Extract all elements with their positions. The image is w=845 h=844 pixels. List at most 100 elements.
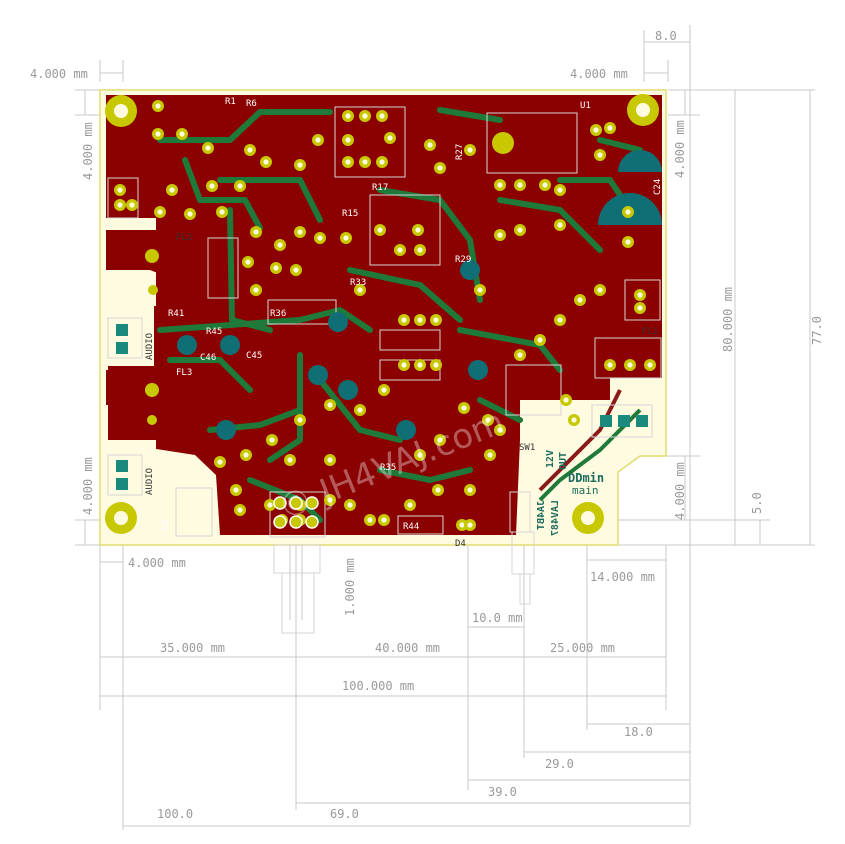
pad-hole: [263, 159, 269, 165]
pad-hole: [297, 417, 303, 423]
dim-77: 77.0: [810, 316, 824, 345]
pad-hole: [437, 437, 443, 443]
pad-hole: [542, 182, 548, 188]
label-r29: R29: [455, 255, 471, 265]
pad-hole: [293, 267, 299, 273]
label-audio2: AUDIO: [145, 468, 155, 495]
pad-hole: [117, 202, 123, 208]
pad-hole: [347, 502, 353, 508]
label-out: OUT: [558, 452, 569, 470]
pad-hole: [417, 317, 423, 323]
dim-bottom-left: 4.000 mm: [128, 556, 186, 570]
pads: [105, 94, 659, 534]
pad-hole: [205, 145, 211, 151]
label-c46: C46: [200, 353, 216, 363]
dim-left-bottom: 4.000 mm: [81, 457, 95, 515]
pad-hole: [401, 362, 407, 368]
pad-hole: [435, 487, 441, 493]
label-mirrored-1: JA4BT: [536, 500, 547, 530]
pad-hole: [269, 437, 275, 443]
pad-hole: [625, 209, 631, 215]
pad-hole: [467, 487, 473, 493]
component-outlines: [107, 106, 662, 634]
output-traces: [538, 389, 642, 502]
pot-pad: [273, 515, 287, 529]
pad-hole: [637, 305, 643, 311]
dimension-lines: [75, 25, 815, 830]
label-12v: 12V: [545, 450, 556, 468]
pad-hole: [407, 502, 413, 508]
label-r41: R41: [168, 309, 184, 319]
pad-hole: [417, 362, 423, 368]
pad-hole: [317, 235, 323, 241]
pad-hole: [327, 497, 333, 503]
pad-hole: [557, 317, 563, 323]
pad-hole: [327, 457, 333, 463]
dimension-labels: 4.000 mm 4.000 mm 8.0 4.000 mm 4.000 mm …: [30, 29, 824, 821]
pad-hole: [379, 159, 385, 165]
pot-pad: [305, 515, 319, 529]
dim-25: 25.000 mm: [550, 641, 615, 655]
dim-39: 39.0: [488, 785, 517, 799]
pad-hole: [379, 113, 385, 119]
pad-hole: [607, 125, 613, 131]
pad-hole: [277, 242, 283, 248]
label-r1: R1: [225, 97, 236, 107]
pad-hole: [243, 452, 249, 458]
pad-hole: [233, 487, 239, 493]
pad-hole: [362, 159, 368, 165]
pad-hole: [217, 459, 223, 465]
pad-hole: [625, 239, 631, 245]
pad-hole: [367, 517, 373, 523]
dim-10: 10.0 mm: [472, 611, 523, 625]
pad-hole: [637, 292, 643, 298]
pad-hole: [209, 183, 215, 189]
label-fl1: FL1: [642, 327, 658, 337]
dim-69: 69.0: [330, 807, 359, 821]
label-d4: D4: [455, 539, 466, 549]
label-audio1: AUDIO: [145, 333, 155, 360]
pad-hole: [169, 187, 175, 193]
pad-hole: [417, 247, 423, 253]
pad-hole: [315, 137, 321, 143]
label-r45: R45: [206, 327, 222, 337]
pad-hole: [343, 235, 349, 241]
label-r6: R6: [246, 99, 257, 109]
pad-hole: [345, 113, 351, 119]
dim-80: 80.000 mm: [721, 287, 735, 352]
pad-hole: [427, 142, 433, 148]
pad-hole: [287, 457, 293, 463]
label-fl3: FL3: [176, 368, 192, 378]
pot-pad: [289, 496, 303, 510]
pad-hole: [155, 131, 161, 137]
pad-hole: [557, 222, 563, 228]
pad-hole: [245, 259, 251, 265]
dim-pot: 1.000 mm: [343, 558, 357, 616]
pad-hole: [593, 127, 599, 133]
label-r44: R44: [403, 522, 419, 532]
label-c24: C24: [653, 179, 663, 195]
dim-top-right: 4.000 mm: [570, 67, 628, 81]
pot-pad: [289, 515, 303, 529]
label-r17: R17: [372, 183, 388, 193]
silkscreen-labels: R1 R6 R15 R17 R29 R33 R36 R41 R45 C46 C4…: [145, 97, 663, 549]
pad-hole: [253, 229, 259, 235]
pad-hole: [297, 162, 303, 168]
pad-hole: [381, 387, 387, 393]
label-u2: U2: [161, 519, 171, 530]
audio-jacks: [106, 230, 200, 440]
pad-hole: [377, 227, 383, 233]
pad-hole: [187, 211, 193, 217]
label-r33: R33: [350, 278, 366, 288]
dim-100: 100.0: [157, 807, 193, 821]
pad-hole: [563, 397, 569, 403]
dim-40: 40.000 mm: [375, 641, 440, 655]
pad-hole: [497, 232, 503, 238]
pad-hole: [477, 287, 483, 293]
dim-29: 29.0: [545, 757, 574, 771]
pad-hole: [517, 352, 523, 358]
pad-hole: [487, 452, 493, 458]
pad-hole: [157, 209, 163, 215]
